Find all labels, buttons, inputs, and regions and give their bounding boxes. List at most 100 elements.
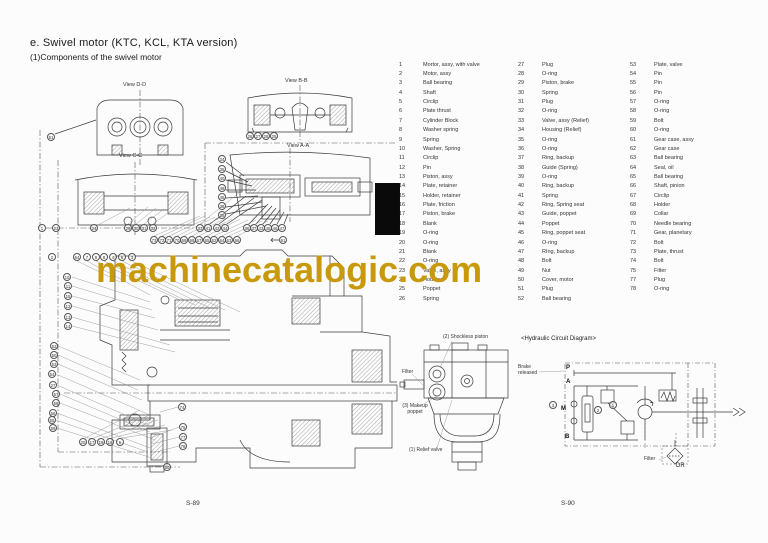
part-number: 56: [630, 89, 637, 96]
part-number: 45: [518, 230, 525, 237]
part-number: 64: [630, 164, 637, 171]
part-number: 1: [399, 61, 403, 68]
part-number: 46: [518, 239, 525, 246]
part-number: 8: [399, 127, 403, 134]
part-name: Shaft: [423, 89, 436, 96]
part-callout: 1: [37, 223, 47, 233]
part-number: 54: [630, 71, 637, 78]
part-name: Circlip: [423, 99, 439, 106]
part-number: 11: [399, 155, 405, 162]
part-name: Collar: [654, 211, 669, 218]
part-callout: 11: [63, 281, 73, 291]
part-number: 43: [518, 211, 525, 218]
part-number: 53: [630, 61, 637, 68]
part-callout: 66: [232, 235, 242, 245]
part-name: O-ring: [542, 239, 558, 246]
part-number: 5: [399, 99, 403, 106]
part-number: 4: [399, 89, 403, 96]
part-name: Circlip: [654, 192, 670, 199]
part-name: Washer, Spring: [423, 145, 461, 152]
part-callout: 35: [217, 164, 227, 174]
part-number: 24: [399, 276, 406, 283]
part-number: 29: [518, 80, 525, 87]
part-name: Spring: [423, 295, 439, 302]
part-number: 62: [630, 145, 637, 152]
part-name: Washer spring: [423, 127, 459, 134]
part-name: Circlip: [423, 155, 439, 162]
part-number: 36: [518, 145, 525, 152]
part-name: O-ring: [542, 145, 558, 152]
part-name: Plate, thrust: [654, 248, 684, 255]
part-number: 34: [518, 127, 525, 134]
part-number: 52: [518, 295, 525, 302]
part-callout: 25: [269, 131, 279, 141]
part-callout: 10: [62, 272, 72, 282]
part-name: Holder, retainer: [423, 192, 461, 199]
page-title: e. Swivel motor (KTC, KCL, KTA version): [30, 37, 238, 49]
part-callout: 31: [139, 223, 149, 233]
part-name: Needle bearing: [654, 220, 692, 227]
part-number: 19: [399, 230, 406, 237]
part-number: 3: [399, 80, 403, 87]
part-row: 8 Washer spring: [399, 126, 513, 135]
part-callout: 7: [82, 252, 92, 262]
part-name: Cover, motor: [542, 276, 574, 283]
part-number: 7: [399, 117, 403, 124]
part-name: Valve, assy (Relief): [542, 117, 589, 124]
part-name: Filter: [654, 267, 667, 274]
part-row: 29 Piston, brake: [518, 79, 624, 88]
part-callout: 32: [148, 223, 158, 233]
part-callout: 64: [72, 252, 82, 262]
part-name: Mortor, assy, with valve: [423, 61, 480, 68]
part-number: 60: [630, 127, 637, 134]
part-name: Spring: [542, 192, 558, 199]
part-callout: 75: [178, 422, 188, 432]
part-number: 48: [518, 258, 525, 265]
part-name: Pin: [654, 89, 662, 96]
part-name: Bolt: [654, 239, 664, 246]
part-name: Plug: [542, 286, 554, 293]
part-number: 6: [399, 108, 403, 115]
part-number: 70: [630, 220, 637, 227]
part-name: Housing (Relief): [542, 127, 582, 134]
part-name: Plate, retainer: [423, 183, 458, 190]
part-callout: 19: [96, 437, 106, 447]
view-dd-label: View D-D: [123, 82, 147, 88]
part-callout: 8: [99, 252, 109, 262]
part-name: Ball bearing: [654, 155, 684, 162]
part-name: Holder: [654, 202, 671, 209]
part-name: Guide, poppet: [542, 211, 577, 218]
part-name: Gear, planetary: [654, 230, 692, 237]
part-name: RIng, backup: [542, 248, 575, 255]
part-name: Piston, brake: [542, 80, 575, 87]
part-callout: 6: [115, 437, 125, 447]
part-name: Ring, backup: [542, 183, 575, 190]
part-name: Piston, assy: [423, 173, 453, 180]
part-callout: 3: [127, 252, 137, 262]
part-number: 55: [630, 80, 637, 87]
